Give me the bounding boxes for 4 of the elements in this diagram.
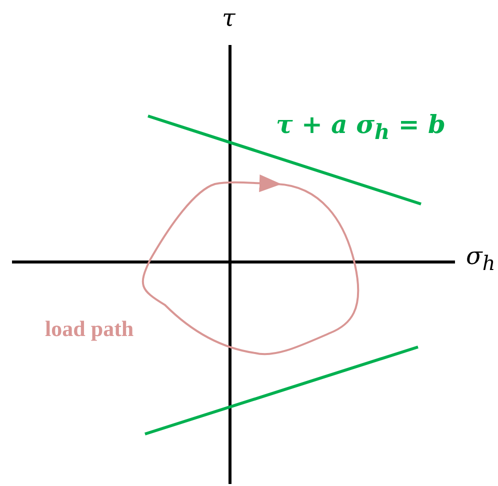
axis-label: τ: [222, 6, 236, 30]
equation-label: τ + a σ$_{h}$ = b: [276, 112, 446, 143]
axis-label: σ$_{h}$: [466, 244, 496, 273]
curve-label: load path: [45, 318, 134, 340]
